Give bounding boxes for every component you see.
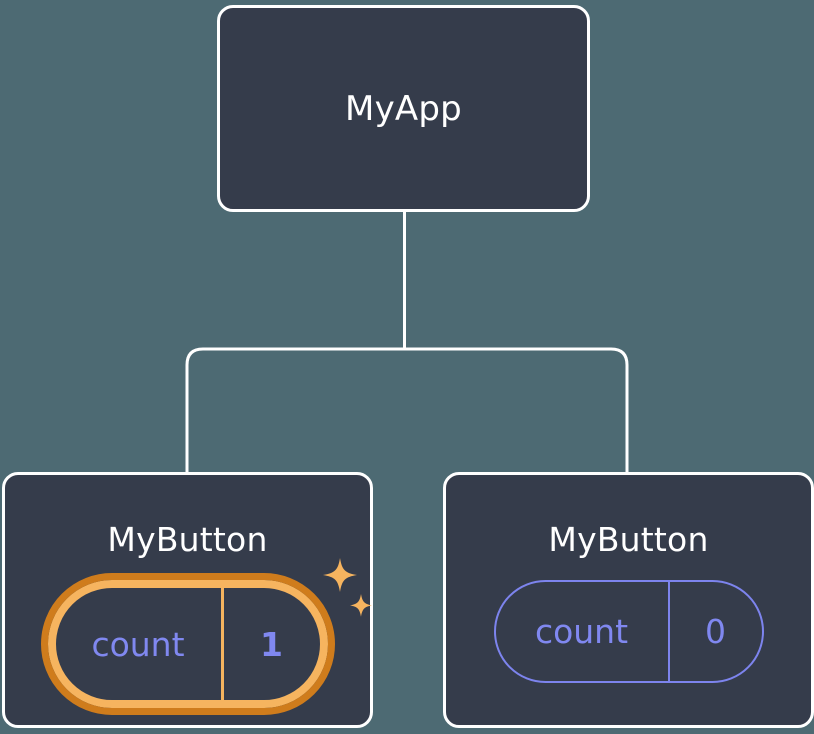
sparkle-icon: [322, 558, 372, 617]
signal-value-right: 0: [667, 582, 762, 681]
node-myapp-label: MyApp: [345, 88, 462, 129]
node-mybutton-left-label: MyButton: [107, 520, 268, 559]
node-mybutton-left[interactable]: MyButton count 1: [2, 472, 373, 728]
signal-key-label-left: count: [91, 624, 185, 664]
node-mybutton-right[interactable]: MyButton count 0: [443, 472, 814, 728]
signal-chip-count-right[interactable]: count 0: [493, 580, 764, 683]
edge-branch-bracket: [185, 347, 629, 472]
signal-chip-right-wrap: count 0: [493, 580, 764, 683]
node-myapp[interactable]: MyApp: [217, 5, 590, 212]
signal-chip-left-wrap: count 1: [40, 558, 372, 715]
signal-value-left: 1: [220, 588, 320, 700]
signal-chip-count-left[interactable]: count 1: [40, 573, 335, 715]
node-mybutton-right-label: MyButton: [548, 520, 709, 559]
signal-key-label-right: count: [534, 612, 629, 651]
